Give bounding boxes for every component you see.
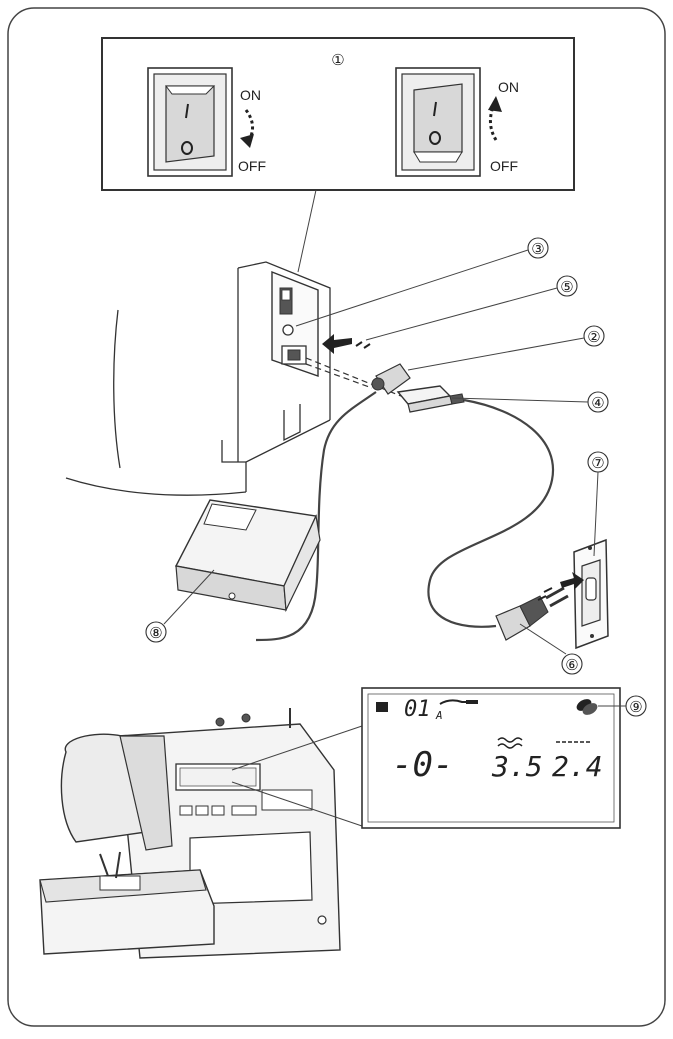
stitch-width-icon bbox=[497, 737, 523, 743]
foot-control-jack bbox=[282, 324, 294, 336]
guide-line bbox=[305, 363, 373, 389]
callout-4: ④ bbox=[591, 395, 604, 412]
lcd-pattern-number: 01 bbox=[404, 697, 431, 722]
callout-4-group: ④ bbox=[451, 391, 609, 413]
arrow-head bbox=[488, 96, 502, 112]
machine-plug bbox=[396, 385, 465, 413]
insert-arrow-icon bbox=[322, 334, 371, 354]
right-switch-on-label: ON bbox=[498, 79, 519, 95]
left-switch-off-label: OFF bbox=[238, 158, 266, 174]
arrow-icon bbox=[489, 103, 498, 141]
power-plug-icon bbox=[495, 586, 569, 641]
callout-6: ⑥ bbox=[565, 657, 578, 674]
callout-7: ⑦ bbox=[591, 455, 604, 472]
callout-7-group: ⑦ bbox=[587, 451, 609, 557]
insert-arrow-icon bbox=[537, 572, 584, 601]
callout-5-group: ⑤ bbox=[365, 275, 578, 341]
callout-5: ⑤ bbox=[560, 279, 573, 296]
left-switch-on-label: ON bbox=[240, 87, 261, 103]
sewing-machine-illustration bbox=[39, 708, 341, 959]
callout-3: ③ bbox=[531, 241, 544, 258]
page-frame bbox=[7, 7, 666, 1027]
foot-control-plug bbox=[371, 363, 411, 395]
presser-foot-icon bbox=[376, 702, 388, 712]
callout-2: ② bbox=[587, 329, 600, 346]
foot-control-icon bbox=[174, 499, 321, 613]
lcd-leader-line bbox=[231, 781, 363, 827]
presser-foot-symbol bbox=[439, 699, 476, 705]
callout-9-group: ⑨ bbox=[598, 695, 647, 717]
lcd-frame bbox=[361, 687, 621, 829]
callout-8: ⑧ bbox=[149, 625, 162, 642]
lcd-display-enlarged: 01 A -0- 3.5 2.4 bbox=[361, 687, 621, 829]
callout-1: ① bbox=[331, 52, 344, 69]
bobbin-icon bbox=[576, 699, 598, 715]
wall-outlet-icon bbox=[573, 538, 609, 650]
lcd-stitch-width: 3.5 bbox=[491, 750, 543, 783]
rocker-switch-icon bbox=[147, 67, 233, 177]
arrow-head bbox=[240, 134, 254, 148]
lcd-needle-position: -0- bbox=[392, 745, 453, 785]
power-cord bbox=[427, 398, 555, 628]
power-switch-inset: ① ON OFF ON OFF bbox=[101, 37, 575, 191]
callout-6-group: ⑥ bbox=[519, 623, 583, 675]
callout-3-group: ③ bbox=[295, 237, 549, 327]
inset-leader-line bbox=[297, 189, 317, 273]
lcd-pattern-sub: A bbox=[435, 709, 443, 722]
callout-8-group: ⑧ bbox=[145, 569, 215, 643]
right-switch-off-label: OFF bbox=[490, 158, 518, 174]
callout-2-group: ② bbox=[407, 325, 605, 371]
lcd-leader-line bbox=[231, 725, 363, 771]
lcd-stitch-length: 2.4 bbox=[552, 750, 603, 783]
rocker-switch-icon bbox=[395, 67, 481, 177]
machine-side-view bbox=[65, 261, 331, 496]
callout-9: ⑨ bbox=[629, 699, 642, 716]
guide-line bbox=[305, 357, 407, 399]
